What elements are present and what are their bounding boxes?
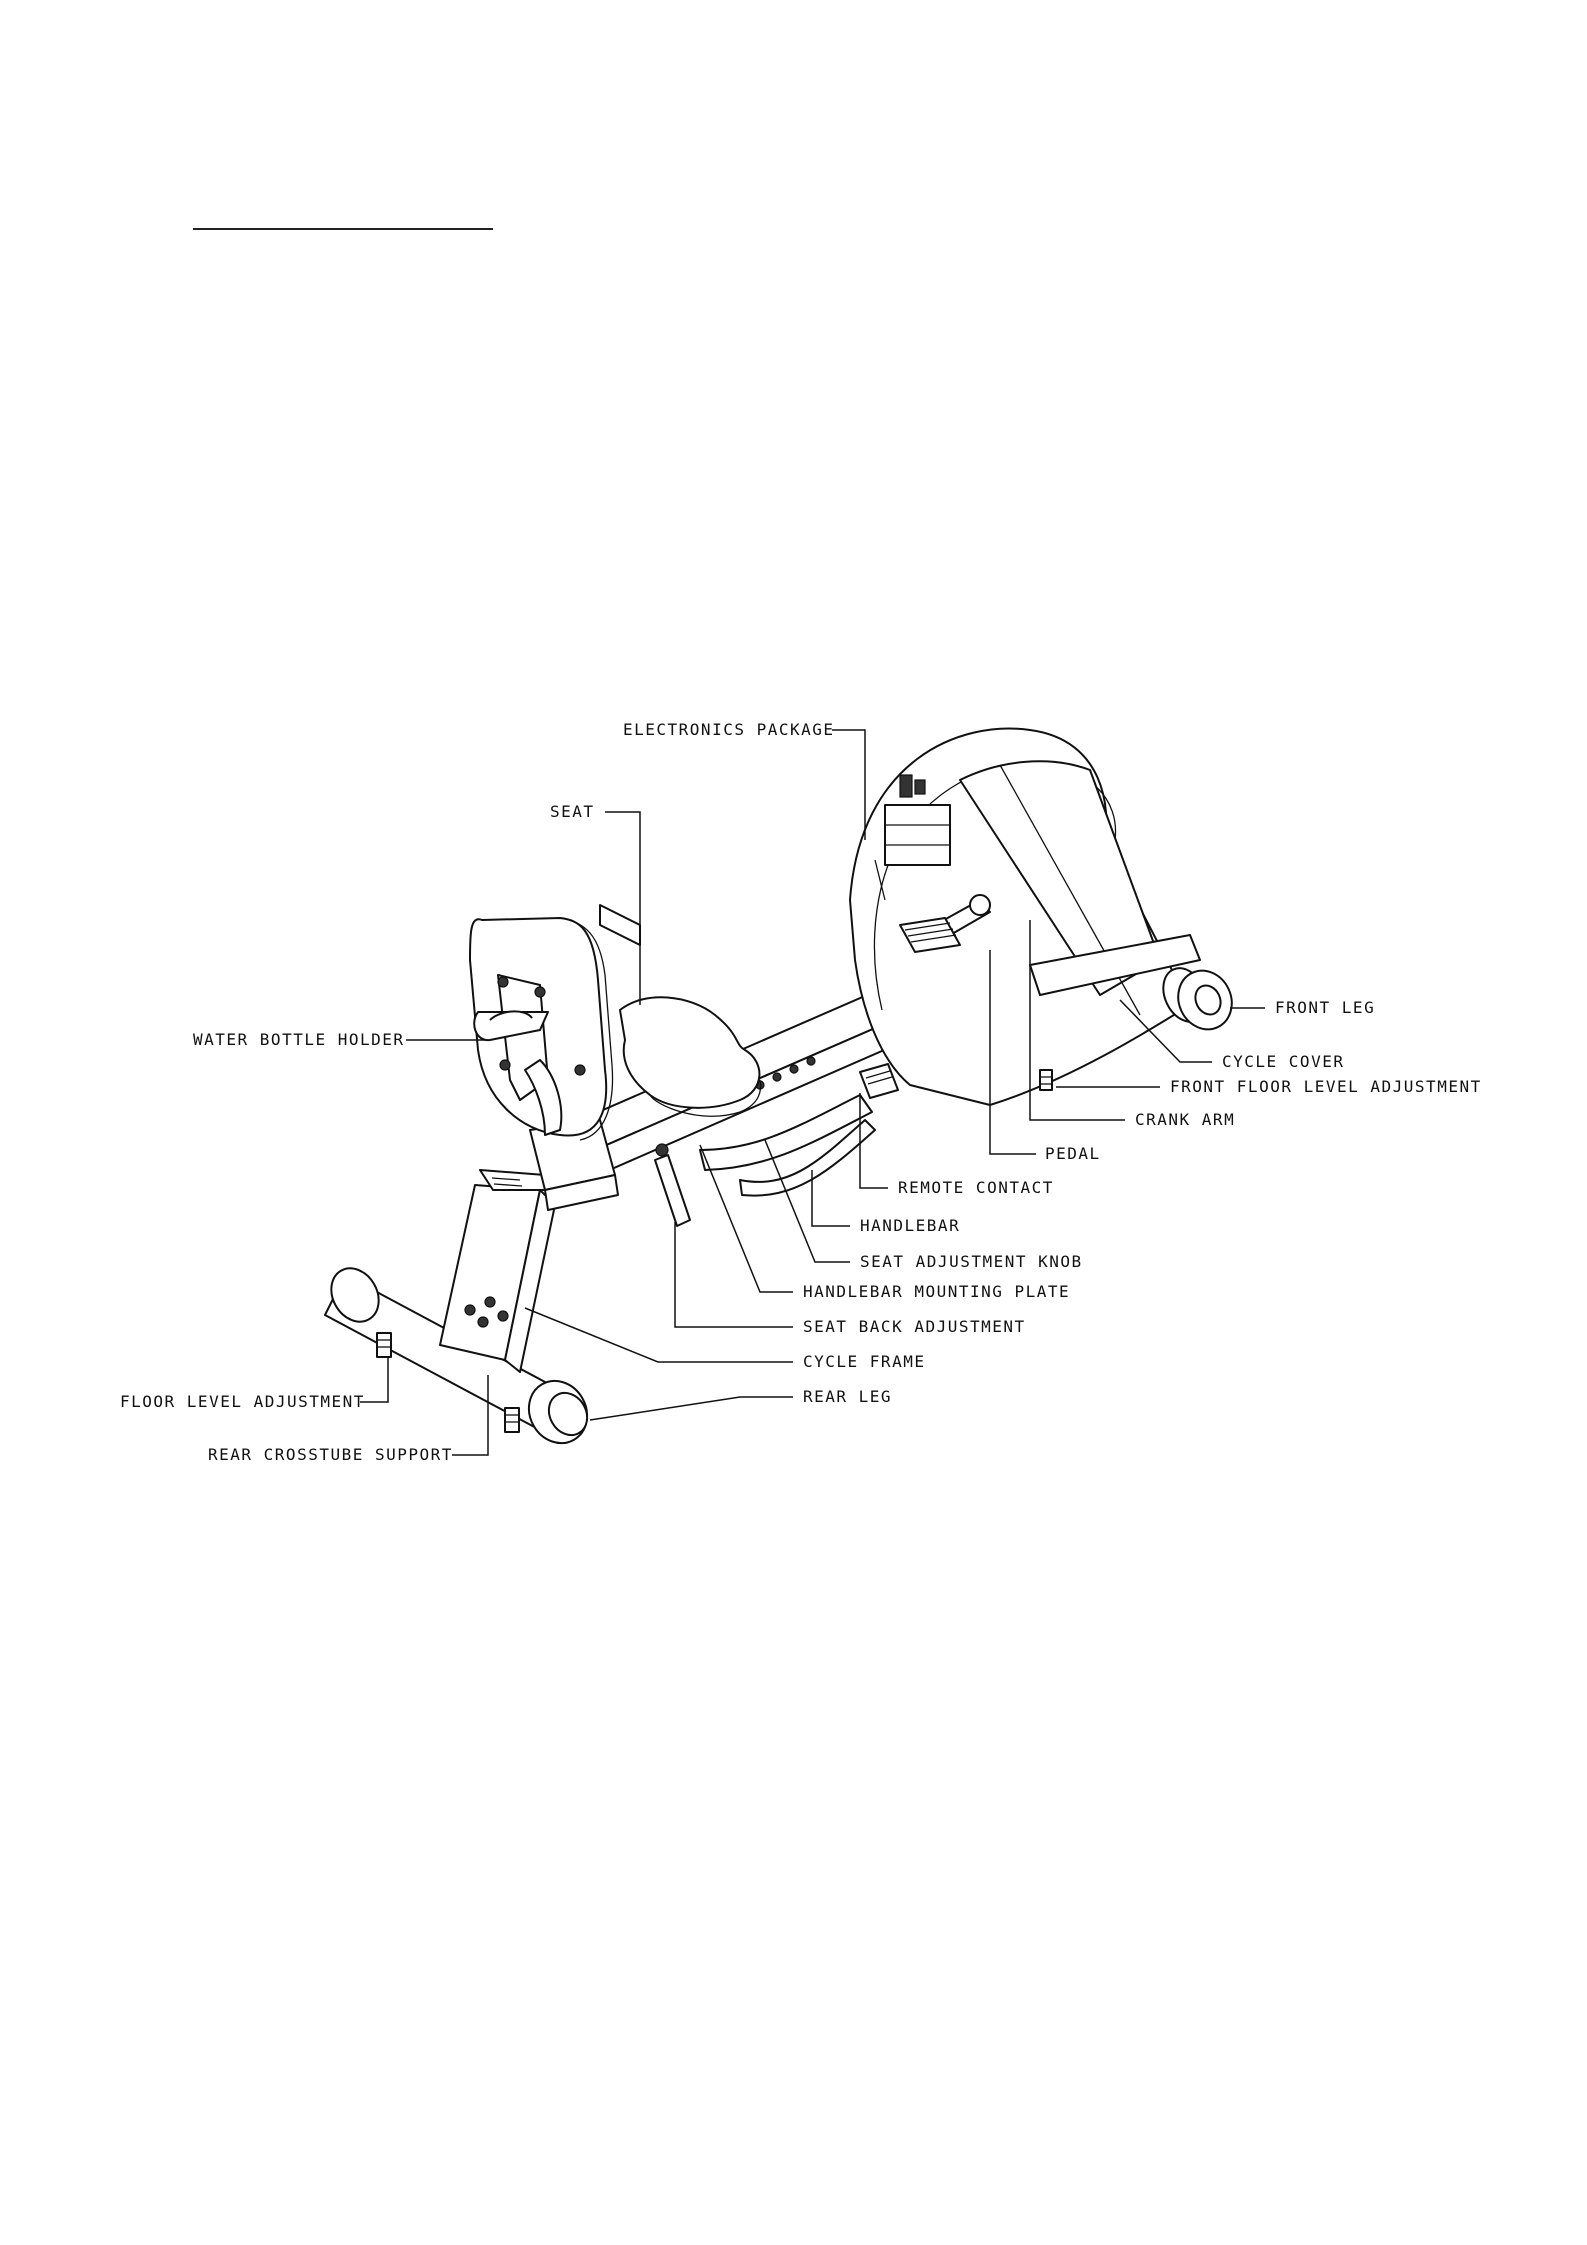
label-water-bottle-holder: WATER BOTTLE HOLDER	[193, 1030, 405, 1049]
label-rear-leg: REAR LEG	[803, 1387, 892, 1406]
label-electronics-package: ELECTRONICS PACKAGE	[623, 720, 835, 739]
front-foot-shape	[1040, 1070, 1052, 1090]
label-handlebar: HANDLEBAR	[860, 1216, 960, 1235]
label-seat: SEAT	[550, 802, 595, 821]
label-rear-crosstube-support: REAR CROSSTUBE SUPPORT	[208, 1445, 453, 1464]
label-cycle-frame: CYCLE FRAME	[803, 1352, 925, 1371]
label-front-leg: FRONT LEG	[1275, 998, 1375, 1017]
label-front-floor-level-adjustment: FRONT FLOOR LEVEL ADJUSTMENT	[1170, 1077, 1482, 1096]
label-cycle-cover: CYCLE COVER	[1222, 1052, 1344, 1071]
label-pedal: PEDAL	[1045, 1144, 1101, 1163]
label-seat-back-adjustment: SEAT BACK ADJUSTMENT	[803, 1317, 1026, 1336]
front-leg-shape	[1155, 961, 1241, 1038]
label-handlebar-mounting-plate: HANDLEBAR MOUNTING PLATE	[803, 1282, 1070, 1301]
bike-illustration	[322, 729, 1241, 1454]
cycle-cover-shape	[850, 729, 1200, 1105]
label-remote-contact: REMOTE CONTACT	[898, 1178, 1054, 1197]
label-crank-arm: CRANK ARM	[1135, 1110, 1235, 1129]
seat-back-lever	[655, 1144, 690, 1226]
frame-post	[440, 1170, 558, 1372]
label-floor-level-adjustment: FLOOR LEVEL ADJUSTMENT	[120, 1392, 365, 1411]
label-seat-adjustment-knob: SEAT ADJUSTMENT KNOB	[860, 1252, 1083, 1271]
callout-labels: ELECTRONICS PACKAGE SEAT WATER BOTTLE HO…	[120, 720, 1482, 1464]
